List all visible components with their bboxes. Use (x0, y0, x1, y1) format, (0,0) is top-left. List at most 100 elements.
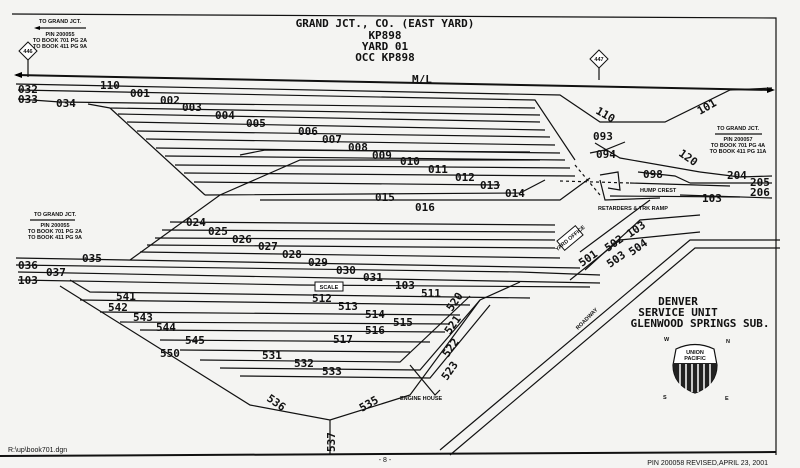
svg-text:003: 003 (182, 101, 202, 114)
sign-label: 446 (23, 49, 32, 55)
svg-text:545: 545 (185, 334, 205, 347)
svg-text:533: 533 (322, 365, 342, 378)
svg-text:SERVICE UNIT: SERVICE UNIT (638, 306, 718, 319)
svg-text:TO BOOK 701 PG 4A: TO BOOK 701 PG 4A (711, 143, 765, 149)
title-line: GRAND JCT., CO. (EAST YARD) (296, 17, 475, 30)
svg-text:120: 120 (676, 147, 700, 169)
footer-page: - 8 - (379, 457, 392, 464)
svg-text:094: 094 (596, 148, 616, 161)
svg-text:S: S (663, 395, 667, 401)
note-right: TO GRAND JCT. PIN 200057 TO BOOK 701 PG … (710, 126, 767, 155)
svg-text:002: 002 (160, 94, 180, 107)
svg-text:093: 093 (593, 130, 613, 143)
svg-text:TO GRAND JCT.: TO GRAND JCT. (39, 19, 82, 25)
svg-text:005: 005 (246, 117, 266, 130)
svg-text:520: 520 (444, 290, 466, 314)
note-mid-left: TO GRAND JCT. PIN 200055 TO BOOK 701 PG … (28, 212, 82, 241)
svg-text:544: 544 (156, 321, 176, 334)
svg-text:RETARDERS & TRK RAMP: RETARDERS & TRK RAMP (598, 206, 668, 212)
svg-text:098: 098 (643, 168, 663, 181)
svg-text:004: 004 (215, 109, 235, 122)
svg-text:037: 037 (46, 266, 66, 279)
svg-text:TO GRAND JCT.: TO GRAND JCT. (34, 212, 77, 218)
svg-text:008: 008 (348, 141, 368, 154)
sign-label: 447 (594, 57, 603, 63)
milepost-sign-447: 447 (589, 49, 609, 80)
footer-file: R:\up\book701.dgn (8, 447, 67, 454)
svg-text:501: 501 (576, 247, 600, 269)
svg-text:009: 009 (372, 149, 392, 162)
svg-text:512: 512 (312, 292, 332, 305)
title-line: KP898 (368, 29, 401, 42)
union-pacific-logo: UNION PACIFIC (672, 343, 718, 394)
svg-text:TO BOOK 411 PG 11A: TO BOOK 411 PG 11A (710, 149, 767, 155)
svg-text:103: 103 (702, 192, 722, 205)
svg-text:016: 016 (415, 201, 435, 214)
svg-text:034: 034 (56, 97, 76, 110)
milepost-sign-446: 446 (18, 41, 38, 77)
svg-text:TO BOOK 411 PG 9A: TO BOOK 411 PG 9A (33, 44, 87, 50)
svg-text:542: 542 (108, 301, 128, 314)
border (11, 13, 777, 455)
note-top-left: TO GRAND JCT. PIN 200055 TO BOOK 701 PG … (33, 19, 87, 50)
svg-text:522: 522 (440, 336, 462, 360)
svg-text:013: 013 (480, 179, 500, 192)
svg-text:PIN 200055: PIN 200055 (40, 223, 69, 229)
title-block: GRAND JCT., CO. (EAST YARD) KP898 YARD 0… (296, 17, 475, 64)
service-unit-block: DENVER SERVICE UNIT GLENWOOD SPRINGS SUB… (630, 295, 769, 330)
svg-text:TO BOOK 701 PG 2A: TO BOOK 701 PG 2A (33, 38, 87, 44)
svg-text:029: 029 (308, 256, 328, 269)
svg-text:550: 550 (160, 347, 180, 360)
scale-label: SCALE (320, 285, 339, 291)
svg-text:UNION: UNION (686, 350, 704, 356)
svg-text:PACIFIC: PACIFIC (684, 356, 706, 362)
svg-text:012: 012 (455, 171, 475, 184)
svg-text:110: 110 (100, 79, 120, 92)
svg-text:103: 103 (18, 274, 38, 287)
svg-text:532: 532 (294, 357, 314, 370)
svg-text:HUMP CREST: HUMP CREST (640, 188, 677, 194)
svg-text:N: N (726, 339, 730, 345)
svg-text:535: 535 (357, 393, 381, 414)
bottom-rule (0, 451, 777, 457)
svg-text:513: 513 (338, 300, 358, 313)
svg-text:514: 514 (365, 308, 385, 321)
svg-text:101: 101 (695, 96, 719, 117)
svg-text:007: 007 (322, 133, 342, 146)
svg-text:516: 516 (365, 324, 385, 337)
footer-revised: PIN 200058 REVISED,APRIL 23, 2001 (647, 460, 768, 467)
svg-text:541: 541 (116, 290, 136, 303)
svg-text:027: 027 (258, 240, 278, 253)
title-line: YARD 01 (362, 40, 409, 53)
svg-text:521: 521 (442, 313, 464, 337)
svg-text:E: E (725, 396, 729, 402)
svg-text:517: 517 (333, 333, 353, 346)
main-line: M/L (14, 72, 775, 93)
svg-text:205: 205 (750, 176, 770, 189)
hump-notes: HUMP CREST RETARDERS & TRK RAMP (598, 188, 677, 212)
lower-yard-tracks (15, 159, 780, 456)
compass: W N S E (663, 337, 730, 402)
svg-text:DENVER: DENVER (658, 295, 698, 308)
svg-text:W: W (664, 337, 670, 343)
svg-text:026: 026 (232, 233, 252, 246)
svg-text:028: 028 (282, 248, 302, 261)
svg-text:015: 015 (375, 191, 395, 204)
svg-text:GLENWOOD SPRINGS SUB.: GLENWOOD SPRINGS SUB. (630, 317, 769, 330)
svg-text:206: 206 (750, 186, 770, 199)
svg-text:TO GRAND JCT.: TO GRAND JCT. (717, 126, 760, 132)
engine-house-label: ENGINE HOUSE (400, 396, 443, 402)
svg-text:543: 543 (133, 311, 153, 324)
upper-yard-tracks (15, 83, 773, 201)
svg-text:011: 011 (428, 163, 448, 176)
svg-text:031: 031 (363, 271, 383, 284)
svg-text:006: 006 (298, 125, 318, 138)
svg-text:515: 515 (393, 316, 413, 329)
svg-text:TO BOOK 701 PG 2A: TO BOOK 701 PG 2A (28, 229, 82, 235)
svg-text:030: 030 (336, 264, 356, 277)
scale-box (314, 281, 344, 292)
svg-text:014: 014 (505, 187, 525, 200)
svg-text:032: 032 (18, 83, 38, 96)
svg-text:511: 511 (421, 287, 441, 300)
